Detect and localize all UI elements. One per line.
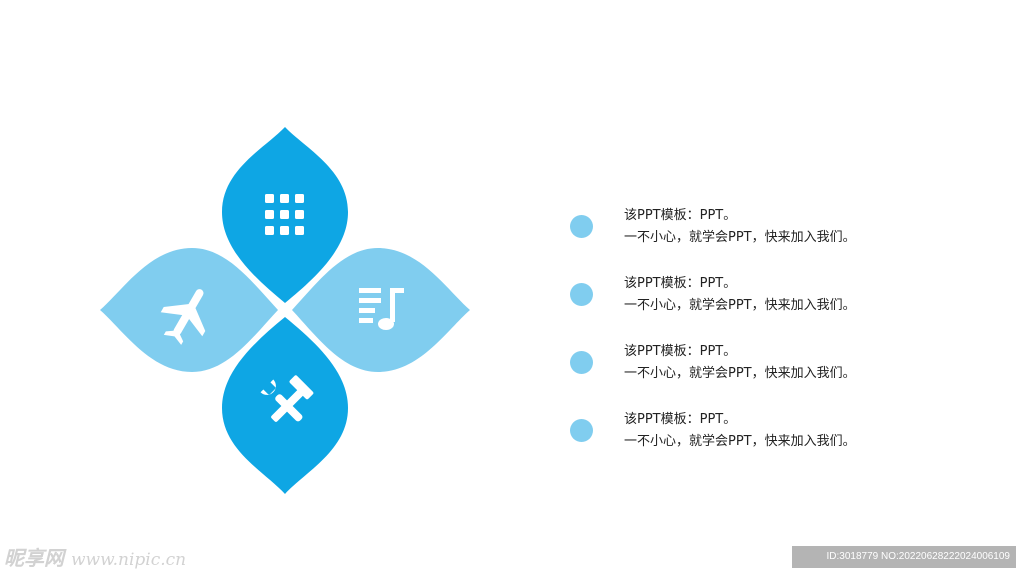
watermark-brand: 昵享网 — [4, 546, 64, 570]
item-line-2: 一不小心，就学会PPT，快来加入我们。 — [624, 230, 856, 245]
watermark-url: www.nipic.cn — [70, 550, 187, 570]
airplane-icon — [160, 289, 206, 345]
tools-icon — [260, 375, 314, 422]
item-line-1: 该PPT模板：PPT。 — [624, 276, 737, 291]
bullet-dot — [570, 351, 593, 374]
item-text: 该PPT模板：PPT。 一不小心，就学会PPT，快来加入我们。 — [624, 205, 856, 249]
bullet-dot — [570, 419, 593, 442]
bullet-dot — [570, 283, 593, 306]
petal-right — [292, 248, 470, 372]
bullet-dot — [570, 215, 593, 238]
watermark: 昵享网 www.nipic.cn — [4, 542, 186, 571]
item-line-2: 一不小心，就学会PPT，快来加入我们。 — [624, 434, 856, 449]
item-line-2: 一不小心，就学会PPT，快来加入我们。 — [624, 366, 856, 381]
item-text: 该PPT模板：PPT。 一不小心，就学会PPT，快来加入我们。 — [624, 409, 856, 453]
grid-icon — [265, 194, 304, 235]
item-line-2: 一不小心，就学会PPT，快来加入我们。 — [624, 298, 856, 313]
item-line-1: 该PPT模板：PPT。 — [624, 412, 737, 427]
item-line-1: 该PPT模板：PPT。 — [624, 344, 737, 359]
item-text: 该PPT模板：PPT。 一不小心，就学会PPT，快来加入我们。 — [624, 341, 856, 385]
item-text: 该PPT模板：PPT。 一不小心，就学会PPT，快来加入我们。 — [624, 273, 856, 317]
image-id-strip: ID:3018779 NO:20220628222024006109 — [792, 546, 1016, 568]
music-list-icon — [359, 288, 404, 330]
item-line-1: 该PPT模板：PPT。 — [624, 208, 737, 223]
